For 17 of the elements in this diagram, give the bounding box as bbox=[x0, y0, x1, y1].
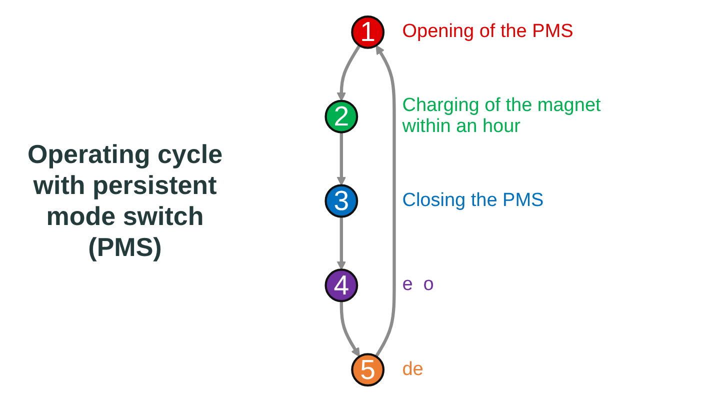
step-caption: o bbox=[423, 274, 434, 296]
step-caption: e bbox=[402, 274, 413, 296]
node-circle: 4 bbox=[324, 268, 358, 302]
step-caption: Closing the PMS bbox=[402, 190, 544, 212]
arrow bbox=[374, 45, 396, 358]
step-caption: de bbox=[402, 358, 424, 381]
arrow bbox=[336, 44, 361, 102]
node-circle: 1 bbox=[351, 16, 385, 49]
node-circle: 5 bbox=[351, 353, 385, 386]
arrow bbox=[336, 216, 346, 270]
node-circle: 3 bbox=[324, 184, 358, 218]
step-caption: Charging of the magnet within an hour bbox=[402, 94, 602, 138]
arrow bbox=[336, 132, 346, 186]
step-caption: Opening of the PMS bbox=[402, 21, 574, 44]
node-circle: 2 bbox=[324, 100, 358, 134]
title: Operating cycle with persistent mode switch (PMS) bbox=[26, 138, 224, 264]
arrow bbox=[340, 301, 360, 357]
